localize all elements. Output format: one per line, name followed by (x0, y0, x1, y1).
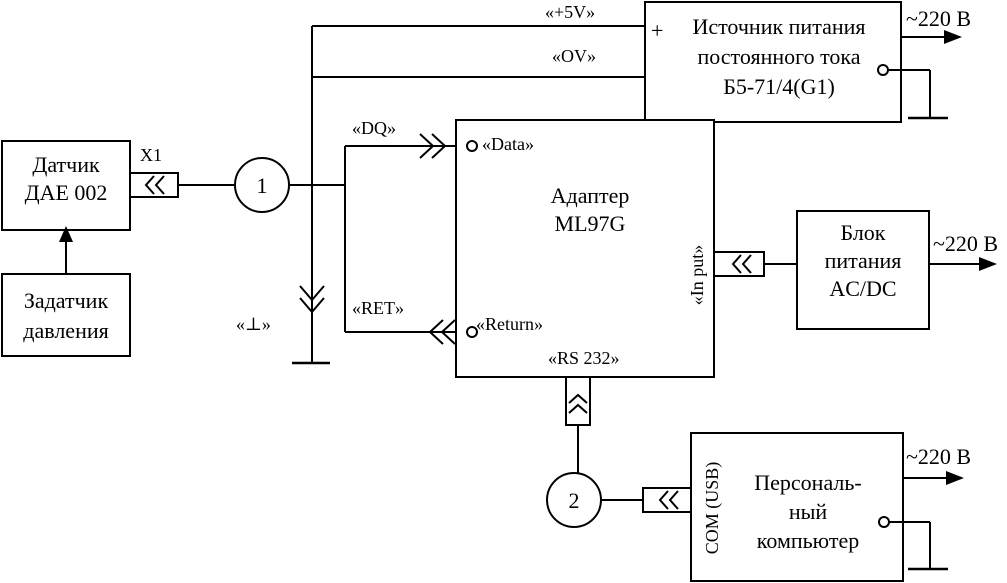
connector-x1-label: X1 (140, 145, 162, 165)
setter-box (1, 273, 131, 357)
setter-label-2: давления (23, 318, 108, 343)
adapter-rs232-label: «RS 232» (548, 348, 620, 368)
ground-label: «⊥» (236, 314, 271, 334)
sensor-label-2: ДАЕ 002 (25, 180, 108, 205)
psu-label-3: Б5-71/4(G1) (723, 74, 835, 99)
adapter-rs232-connector (565, 376, 591, 426)
pc-label-1: Персональ- (754, 470, 862, 495)
pc-box (690, 432, 904, 582)
acdc-box (796, 210, 930, 330)
acdc-label-2: питания (825, 248, 902, 273)
adapter-label-1: Адаптер (551, 183, 630, 208)
node-2-label: 2 (569, 488, 580, 513)
adapter-box (455, 119, 715, 378)
setter-label-1: Задатчик (24, 288, 109, 313)
adapter-label-2: ML97G (555, 211, 626, 236)
adapter-input-pin: «In put» (687, 245, 707, 306)
mains-label-2: ~220 В (933, 231, 998, 256)
ret-label: «RET» (352, 298, 404, 318)
connector-x1-symbol (144, 175, 155, 195)
acdc-label-3: AC/DC (829, 276, 896, 301)
pc-label-3: компьютер (757, 528, 859, 553)
adapter-return-pin: «Return» (476, 314, 543, 334)
acdc-label-1: Блок (840, 220, 885, 245)
mains-label-3: ~220 В (906, 444, 971, 469)
psu-box (644, 1, 902, 123)
node-1-label: 1 (257, 173, 268, 198)
psu-plus: + (651, 18, 663, 43)
sensor-box (1, 140, 131, 231)
plus5v-label: «+5V» (545, 2, 595, 22)
dq-label: «DQ» (352, 118, 396, 138)
pc-label-2: ный (789, 499, 828, 524)
psu-label-1: Источник питания (692, 14, 865, 39)
adapter-data-pin: «Data» (482, 134, 534, 154)
psu-label-2: постоянного тока (697, 44, 860, 69)
sensor-label-1: Датчик (32, 152, 100, 177)
ov-label: «OV» (552, 46, 596, 66)
pc-port-label: COM (USB) (702, 462, 723, 555)
mains-label-1: ~220 В (906, 6, 971, 31)
adapter-input-connector (713, 251, 765, 277)
